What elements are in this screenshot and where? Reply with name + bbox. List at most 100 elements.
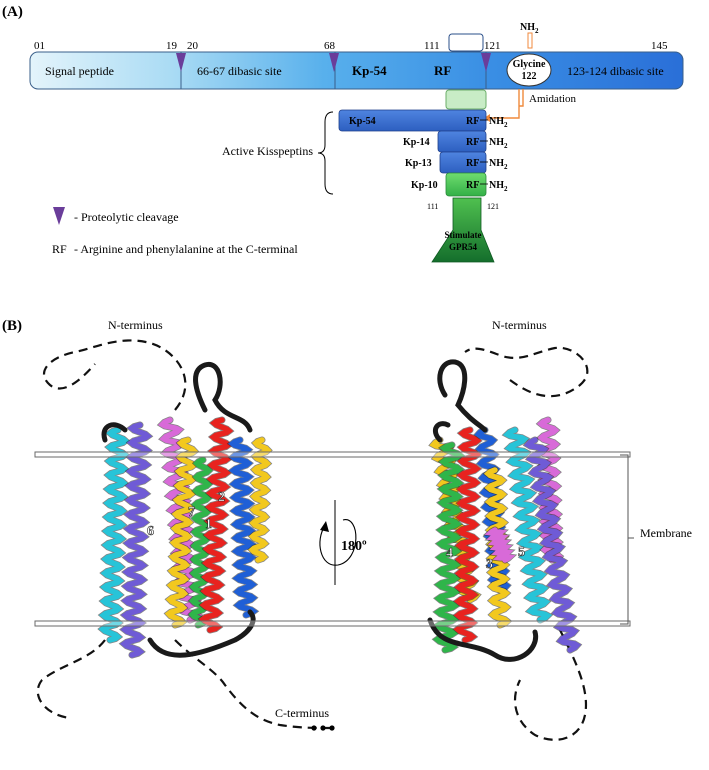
c-terminus-label: C-terminus (275, 706, 329, 720)
n-terminus-left-label: N-terminus (108, 318, 163, 332)
peptide-name-kp54: Kp-54 (349, 116, 376, 127)
rotation-arrow (319, 519, 357, 566)
gpr54-label-line1: Stimulate (445, 230, 482, 240)
helix-ribbon-h1 (473, 426, 512, 594)
helix-layer (97, 359, 583, 662)
n-terminus-left-tail (43, 339, 187, 411)
loop-ribbon (193, 361, 253, 433)
helix-label-7: 7 (188, 505, 195, 520)
pos-20: 20 (187, 40, 199, 52)
rotation-label: 180º (341, 539, 367, 554)
helix-label-5: 5 (518, 545, 525, 560)
helix-label-6: 6 (147, 524, 154, 539)
legend-rf-key: RF (52, 242, 67, 256)
helix-ribbon-h5 (501, 426, 554, 624)
segment-dibasic-66-67: 66-67 dibasic site (197, 64, 282, 78)
loop-ribbon (433, 421, 451, 443)
segment-rf: RF (434, 63, 451, 78)
cleavage-marker-68 (329, 53, 339, 72)
nh2-kp10: NH2 (489, 180, 508, 193)
cleavage-marker-121 (481, 53, 491, 72)
glycine-nh2: NH2 (520, 22, 539, 35)
glycine-label: Glycine (513, 59, 546, 70)
c-terminus-right-tail (513, 629, 588, 741)
active-kisspeptins-label: Active Kisspeptins (222, 144, 313, 158)
peptide-rf-kp13: RF (466, 158, 479, 169)
loop-ribbon (101, 422, 128, 443)
helix-ribbon-h2 (452, 426, 483, 644)
peptide-name-kp13: Kp-13 (405, 158, 432, 169)
pos-01: 01 (34, 40, 45, 52)
range-label-121: 121 (487, 202, 499, 211)
rf-top-box (448, 33, 484, 52)
helix-label-4: 4 (446, 546, 453, 561)
peptide-name-kp14: Kp-14 (403, 137, 430, 148)
pos-145: 145 (651, 40, 668, 52)
helix-ribbon-h6 (118, 421, 154, 659)
panel-b: (B) N-terminus N-terminus C-terminus Mem… (2, 318, 692, 741)
amidation-label: Amidation (529, 93, 577, 105)
amidation-arrowhead (484, 114, 490, 122)
helix-number-labels: 1 2 3 4 5 6 7 (147, 490, 526, 573)
range-label-111: 111 (427, 202, 438, 211)
segment-signal-peptide: Signal peptide (45, 64, 114, 78)
peptide-rf-kp10: RF (466, 180, 479, 191)
loop-ribbon (427, 617, 539, 662)
peptide-rf-kp14: RF (466, 137, 479, 148)
c-terminus-dot-3 (329, 725, 335, 731)
helix-ribbon-h7 (482, 526, 518, 564)
helix-ribbon-h4 (187, 456, 214, 629)
helix-label-2: 2 (218, 490, 225, 505)
nh2-kp14: NH2 (489, 137, 508, 150)
helix-ribbon-h3 (247, 436, 273, 564)
rotation-arrowhead (320, 521, 329, 532)
legend-cleavage-triangle (53, 207, 65, 225)
panel-a-label: (A) (2, 4, 23, 20)
membrane-bracket (620, 454, 634, 625)
gpr54-receptor (431, 197, 495, 263)
helix-ribbon-h4 (431, 441, 466, 654)
panel-b-label: (B) (2, 318, 22, 334)
helix-ribbon-h2 (197, 416, 235, 634)
nh2-kp13: NH2 (489, 158, 508, 171)
segment-kp54: Kp-54 (352, 63, 387, 78)
membrane-label: Membrane (640, 526, 692, 540)
peptide-rf-kp54: RF (466, 116, 479, 127)
cleavage-marker-19 (176, 53, 186, 72)
helix-label-1: 1 (205, 517, 212, 532)
helix-ribbon-h3 (163, 436, 200, 629)
c-terminus-dot-2 (320, 725, 326, 731)
pos-121: 121 (484, 40, 501, 52)
panel-a: (A) 01 19 20 68 111 121 145 Signal pepti… (2, 4, 684, 263)
legend-cleavage-text: - Proteolytic cleavage (74, 210, 179, 224)
peptide-name-kp10: Kp-10 (411, 180, 438, 191)
gpr54-label-line2: GPR54 (449, 242, 477, 252)
n-terminus-right-label: N-terminus (492, 318, 547, 332)
glycine-number: 122 (522, 71, 537, 82)
pos-68: 68 (324, 40, 336, 52)
rf-connector-box (445, 89, 487, 110)
loop-ribbon (437, 359, 488, 433)
c-terminus-left-tail (36, 639, 331, 730)
loop-ribbon (147, 609, 256, 658)
helix-ribbon-h5 (97, 426, 131, 644)
membrane-top-line (34, 451, 631, 458)
active-kisspeptins-bracket (317, 111, 334, 195)
helix-label-3: 3 (486, 557, 493, 572)
membrane-bottom-line (34, 620, 631, 627)
helix-ribbon-h1 (226, 436, 260, 619)
nh2-kp54: NH2 (489, 116, 508, 129)
legend-rf-text: - Arginine and phenylalanine at the C-te… (74, 242, 298, 256)
c-terminus-dot-1 (311, 725, 317, 731)
helix-ribbon-h6 (522, 436, 583, 654)
glycine-122 (506, 53, 552, 87)
amidation-arrow (490, 89, 524, 119)
n-terminus-right-tail (464, 346, 589, 398)
pos-19: 19 (166, 40, 178, 52)
pos-111: 111 (424, 40, 440, 52)
peptide-bar-kp10 (445, 172, 487, 197)
peptide-bar-kp54 (338, 109, 487, 132)
segment-dibasic-123-124: 123-124 dibasic site (567, 64, 664, 78)
glycine-nh2-bond (527, 32, 533, 49)
